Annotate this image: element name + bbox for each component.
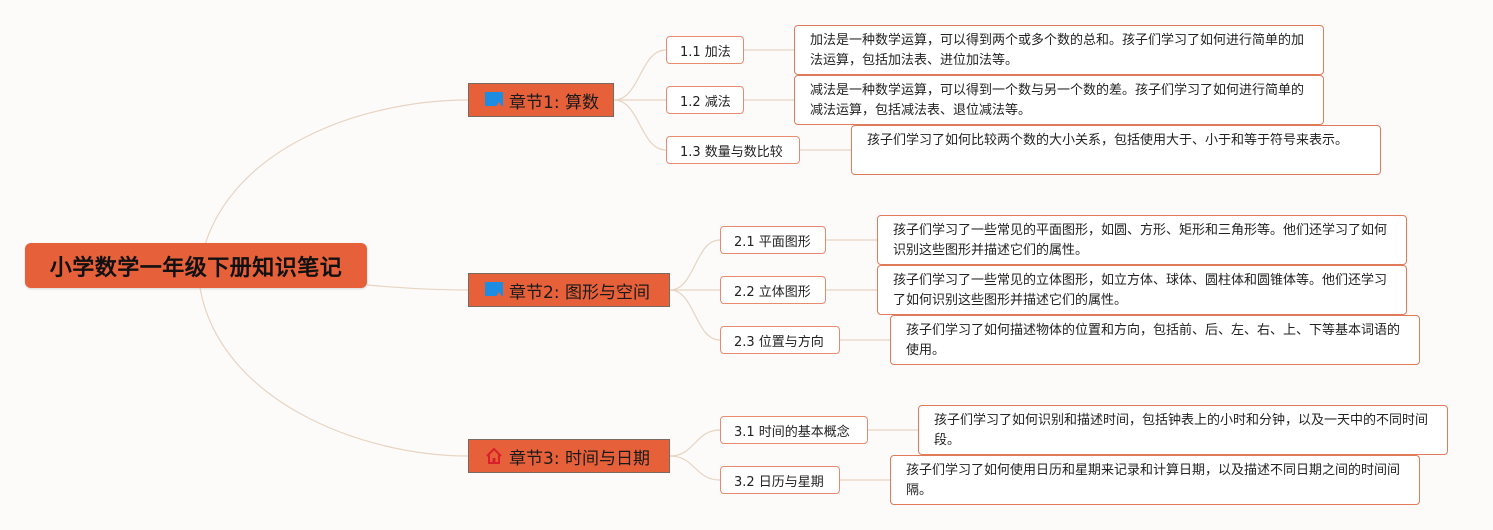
topic-1-1[interactable]: 1.1 加法 (666, 36, 744, 64)
topic-label: 1.2 减法 (680, 94, 731, 110)
detail-3-2[interactable]: 孩子们学习了如何使用日历和星期来记录和计算日期，以及描述不同日期之间的时间间隔。 (890, 455, 1420, 505)
topic-2-2[interactable]: 2.2 立体图形 (720, 276, 826, 304)
chapter-2-title: 章节2: 图形与空间 (509, 282, 650, 303)
topic-label: 2.1 平面图形 (734, 234, 811, 250)
topic-label: 3.1 时间的基本概念 (734, 424, 850, 440)
chapter-1-title: 章节1: 算数 (509, 92, 599, 113)
house-icon (486, 447, 502, 464)
topic-1-3[interactable]: 1.3 数量与数比较 (666, 136, 800, 164)
detail-1-2[interactable]: 减法是一种数学运算，可以得到一个数与另一个数的差。孩子们学习了如何进行简单的减法… (794, 75, 1324, 125)
topic-3-2[interactable]: 3.2 日历与星期 (720, 466, 840, 494)
detail-1-1[interactable]: 加法是一种数学运算，可以得到两个或多个数的总和。孩子们学习了如何进行简单的加法运… (794, 25, 1324, 75)
topic-2-1[interactable]: 2.1 平面图形 (720, 226, 826, 254)
book-icon (485, 92, 503, 108)
topic-label: 3.2 日历与星期 (734, 474, 824, 490)
chapter-1-node[interactable]: 章节1: 算数 (468, 83, 614, 117)
topic-label: 2.3 位置与方向 (734, 334, 824, 350)
topic-label: 2.2 立体图形 (734, 284, 811, 300)
detail-3-1[interactable]: 孩子们学习了如何识别和描述时间，包括钟表上的小时和分钟，以及一天中的不同时间段。 (918, 405, 1448, 455)
chapter-2-node[interactable]: 章节2: 图形与空间 (468, 273, 670, 307)
topic-1-2[interactable]: 1.2 减法 (666, 86, 744, 114)
topic-label: 1.3 数量与数比较 (680, 144, 783, 160)
chapter-3-title: 章节3: 时间与日期 (509, 448, 650, 469)
topic-2-3[interactable]: 2.3 位置与方向 (720, 326, 840, 354)
book-icon (485, 282, 503, 298)
root-topic[interactable]: 小学数学一年级下册知识笔记 (25, 243, 367, 288)
detail-2-1[interactable]: 孩子们学习了一些常见的平面图形，如圆、方形、矩形和三角形等。他们还学习了如何识别… (877, 215, 1407, 265)
topic-label: 1.1 加法 (680, 44, 731, 60)
detail-2-3[interactable]: 孩子们学习了如何描述物体的位置和方向，包括前、后、左、右、上、下等基本词语的使用… (890, 315, 1420, 365)
chapter-3-node[interactable]: 章节3: 时间与日期 (468, 439, 670, 473)
detail-2-2[interactable]: 孩子们学习了一些常见的立体图形，如立方体、球体、圆柱体和圆锥体等。他们还学习了如… (877, 265, 1407, 315)
topic-3-1[interactable]: 3.1 时间的基本概念 (720, 416, 868, 444)
detail-1-3[interactable]: 孩子们学习了如何比较两个数的大小关系，包括使用大于、小于和等于符号来表示。 (851, 125, 1381, 175)
